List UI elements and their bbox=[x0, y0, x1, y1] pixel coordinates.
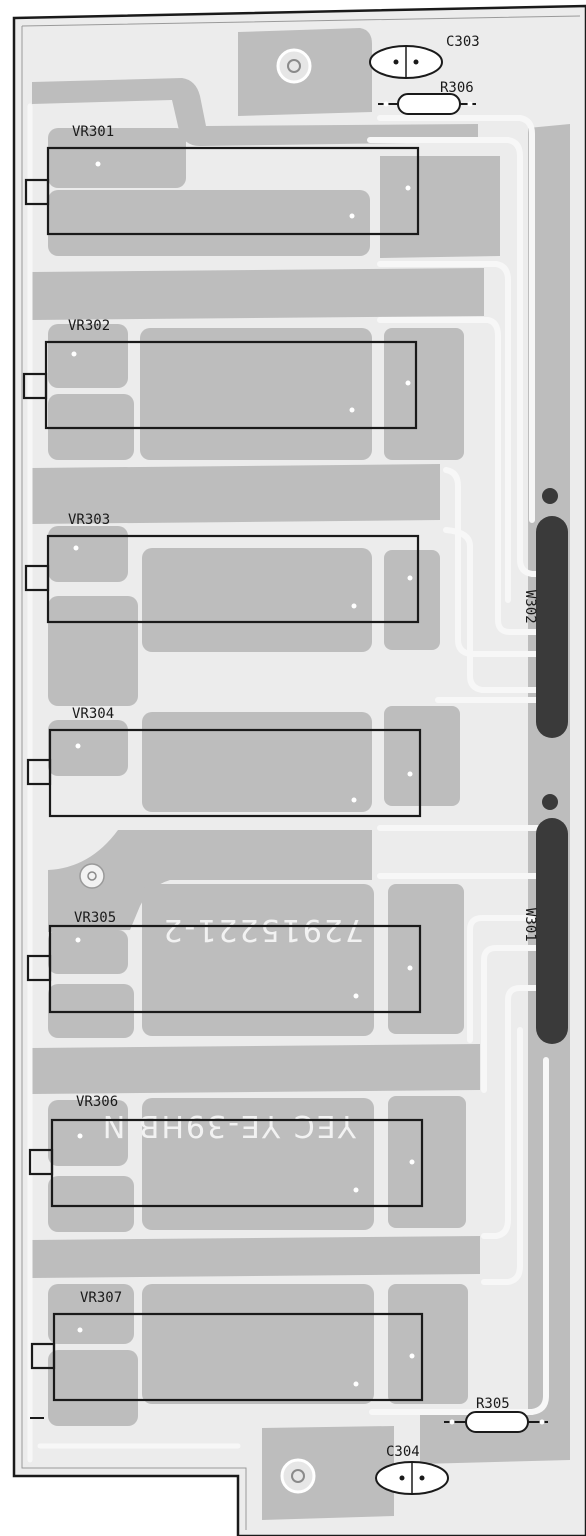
trace-route-13 bbox=[481, 1027, 523, 1285]
pour-vr304-c bbox=[384, 706, 460, 806]
trace-route-5 bbox=[443, 467, 543, 657]
label-vr307: VR307 bbox=[80, 1290, 122, 1306]
pour-vr303-e bbox=[48, 596, 138, 706]
pour-vr301-d bbox=[380, 156, 500, 258]
pour-vr307-a bbox=[32, 1236, 480, 1278]
label-w302: W302 bbox=[522, 590, 538, 624]
mounting-hole-top bbox=[276, 48, 312, 84]
pour-vr302-c bbox=[140, 328, 372, 460]
trace-route-2 bbox=[367, 137, 547, 577]
pour-vr306-c bbox=[142, 1098, 374, 1230]
pour-vr301-c bbox=[48, 190, 370, 256]
pour-vr302-a bbox=[32, 268, 484, 320]
pour-vr306-d bbox=[388, 1096, 466, 1228]
label-vr303: VR303 bbox=[68, 512, 110, 528]
trace-route-12 bbox=[481, 985, 543, 1239]
pour-vr305-a bbox=[48, 830, 372, 932]
silkscreen-part-number: 72915221-2 bbox=[161, 912, 364, 947]
trace-route-11 bbox=[481, 945, 543, 1093]
trace-route-14 bbox=[369, 1057, 549, 1415]
label-vr306: VR306 bbox=[76, 1094, 118, 1110]
connector-w301 bbox=[536, 794, 568, 1044]
trace-route-6 bbox=[443, 527, 543, 693]
label-vr301: VR301 bbox=[72, 124, 114, 140]
mounting-hole-bottom bbox=[280, 1458, 316, 1494]
label-vr304: VR304 bbox=[72, 706, 114, 722]
pour-vr307-e bbox=[48, 1350, 138, 1426]
pour-vr304-a bbox=[48, 720, 128, 776]
resistor-r306 bbox=[378, 93, 476, 115]
trimmer-vr304 bbox=[26, 728, 422, 818]
trimmer-footprints bbox=[22, 146, 424, 1402]
pour-vr307-d bbox=[388, 1284, 468, 1404]
label-vr305: VR305 bbox=[74, 910, 116, 926]
pour-vr301-b bbox=[48, 128, 186, 188]
connector-w302 bbox=[536, 488, 568, 738]
label-r305: R305 bbox=[476, 1396, 510, 1412]
trimmer-vr306 bbox=[28, 1118, 424, 1208]
pour-vr303-a bbox=[32, 464, 440, 524]
trimmer-vr303 bbox=[24, 534, 420, 624]
trimmer-vr307 bbox=[30, 1312, 424, 1402]
pour-vr306-e bbox=[48, 1176, 134, 1232]
pour-vr305-b bbox=[48, 930, 128, 974]
pour-vr303-c bbox=[142, 548, 372, 652]
pour-vr303-b bbox=[48, 526, 128, 582]
label-r306: R306 bbox=[440, 80, 474, 96]
label-c304: C304 bbox=[386, 1444, 420, 1460]
label-w301: W301 bbox=[522, 908, 538, 942]
pour-vr306-b bbox=[48, 1100, 128, 1166]
pour-vr305-c bbox=[142, 884, 374, 1036]
pour-vr306-a bbox=[32, 1044, 480, 1094]
pour-vr304-b bbox=[142, 712, 372, 812]
pour-bottom-right bbox=[420, 1410, 570, 1464]
pour-vr305-d bbox=[388, 884, 464, 1034]
trace-route-4 bbox=[377, 317, 543, 635]
pour-bottom-mount bbox=[262, 1426, 394, 1520]
pour-right-bus bbox=[528, 124, 570, 1424]
pour-vr302-d bbox=[384, 328, 464, 460]
label-c303: C303 bbox=[446, 34, 480, 50]
silkscreen-maker: YEC YE-39HB N bbox=[101, 1108, 357, 1143]
trace-route-1 bbox=[377, 115, 535, 523]
pour-vr301-a bbox=[32, 78, 478, 146]
trimmer-vr301 bbox=[24, 146, 420, 236]
pour-vr307-c bbox=[142, 1284, 374, 1404]
trimmer-vr302 bbox=[22, 340, 418, 430]
pour-vr303-d bbox=[384, 550, 440, 650]
label-vr302: VR302 bbox=[68, 318, 110, 334]
board-inner-edge bbox=[21, 15, 581, 1530]
trace-route-3 bbox=[377, 261, 511, 603]
mounting-hole-middle bbox=[79, 863, 105, 889]
capacitor-c304 bbox=[375, 1461, 449, 1495]
trace-route-10 bbox=[467, 915, 543, 1043]
pour-vr302-b bbox=[48, 324, 128, 388]
trimmer-vr305 bbox=[26, 924, 422, 1014]
mounting-holes bbox=[79, 48, 316, 1494]
resistor-r305 bbox=[444, 1411, 548, 1433]
capacitor-c303 bbox=[369, 45, 443, 79]
